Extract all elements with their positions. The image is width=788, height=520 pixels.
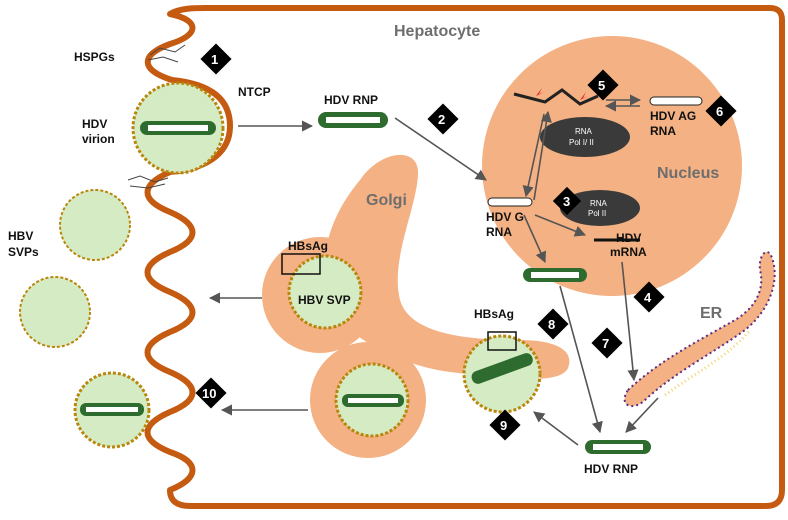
nucleus-label: Nucleus	[657, 165, 719, 182]
pathway-arrows	[208, 94, 659, 446]
hspgs-label: HSPGs	[74, 50, 115, 64]
hbsag-label-2: HBsAg	[474, 307, 514, 321]
hdv-g-rna-label-1: HDV G	[486, 210, 524, 224]
hbv-svp-outside-2	[19, 276, 91, 348]
svg-text:8: 8	[548, 317, 555, 332]
hspgs-fibers	[127, 44, 186, 189]
svg-text:2: 2	[438, 112, 445, 127]
hdv-virion-released	[73, 371, 151, 449]
rna-pol-1-line2: Pol I/ II	[569, 138, 594, 147]
golgi-label: Golgi	[366, 192, 407, 209]
hdv-rnp-cytoplasm-bottom	[585, 440, 651, 454]
step-badge-1: 1	[200, 43, 232, 75]
cell-membrane	[144, 5, 785, 509]
ribozyme-cut-icon-1	[536, 88, 544, 96]
hdv-mrna-label-1: HDV	[616, 231, 641, 245]
svg-text:5: 5	[598, 78, 605, 93]
hbv-svp-outside-1	[59, 189, 131, 261]
rna-pol-1-2	[540, 117, 630, 157]
golgi	[324, 154, 570, 380]
hdv-virion-label-2: virion	[82, 132, 115, 146]
hbv-svp-label: HBV SVP	[298, 293, 351, 307]
endoplasmic-reticulum: ER	[623, 251, 776, 408]
svg-text:9: 9	[500, 418, 507, 433]
step-badge-7: 7	[591, 327, 623, 359]
hbv-svp-particle	[281, 253, 363, 330]
svg-text:10: 10	[202, 386, 216, 401]
hdv-virion-budding	[462, 331, 542, 414]
step-badge-4: 4	[633, 281, 665, 313]
rna-pol-1-line1: RNA	[575, 127, 593, 136]
hdv-mrna-label-2: mRNA	[610, 245, 647, 259]
hdv-rnp-bottom-label: HDV RNP	[584, 462, 638, 476]
svg-text:6: 6	[716, 104, 723, 119]
hdv-ag-rna-label-1: HDV AG	[650, 109, 696, 123]
step-badge-3: 3	[552, 186, 582, 216]
hbv-svps-label-2: SVPs	[8, 245, 39, 259]
rna-pol-2-line2: Pol II	[588, 209, 606, 218]
rna-pol-2-line1: RNA	[590, 199, 608, 208]
hdv-g-rna-strand	[487, 197, 533, 207]
step-badge-2: 2	[427, 103, 459, 135]
hdv-rnp-nucleus	[523, 268, 587, 282]
svg-text:7: 7	[602, 336, 609, 351]
hbsag-label-1: HBsAg	[288, 239, 328, 253]
hdv-ag-rna-label-2: RNA	[650, 124, 676, 138]
ribozyme-cut-icon-2	[580, 92, 588, 100]
hdv-rnp-cytoplasm	[318, 112, 388, 128]
step-badge-8: 8	[537, 308, 569, 340]
cell-label: Hepatocyte	[394, 23, 480, 40]
step-badge-10: 10	[195, 377, 227, 409]
er-label: ER	[700, 305, 723, 322]
hdv-rnp-top-label: HDV RNP	[324, 93, 378, 107]
svg-text:3: 3	[563, 194, 570, 209]
hdv-virion-entry	[131, 81, 225, 175]
ntcp-label: NTCP	[238, 85, 271, 99]
hdv-g-rna-label-2: RNA	[486, 225, 512, 239]
genome-rna-strand	[513, 88, 599, 106]
hbv-svps-label-1: HBV	[8, 229, 33, 243]
svg-text:4: 4	[644, 290, 652, 305]
svg-text:1: 1	[211, 52, 218, 67]
step-badge-9: 9	[489, 409, 521, 441]
rna-pol-2	[560, 190, 640, 226]
hdv-virion-label-1: HDV	[82, 117, 107, 131]
hdv-ag-rna-strand	[649, 96, 703, 106]
hdv-virion-vesicle	[334, 362, 410, 438]
